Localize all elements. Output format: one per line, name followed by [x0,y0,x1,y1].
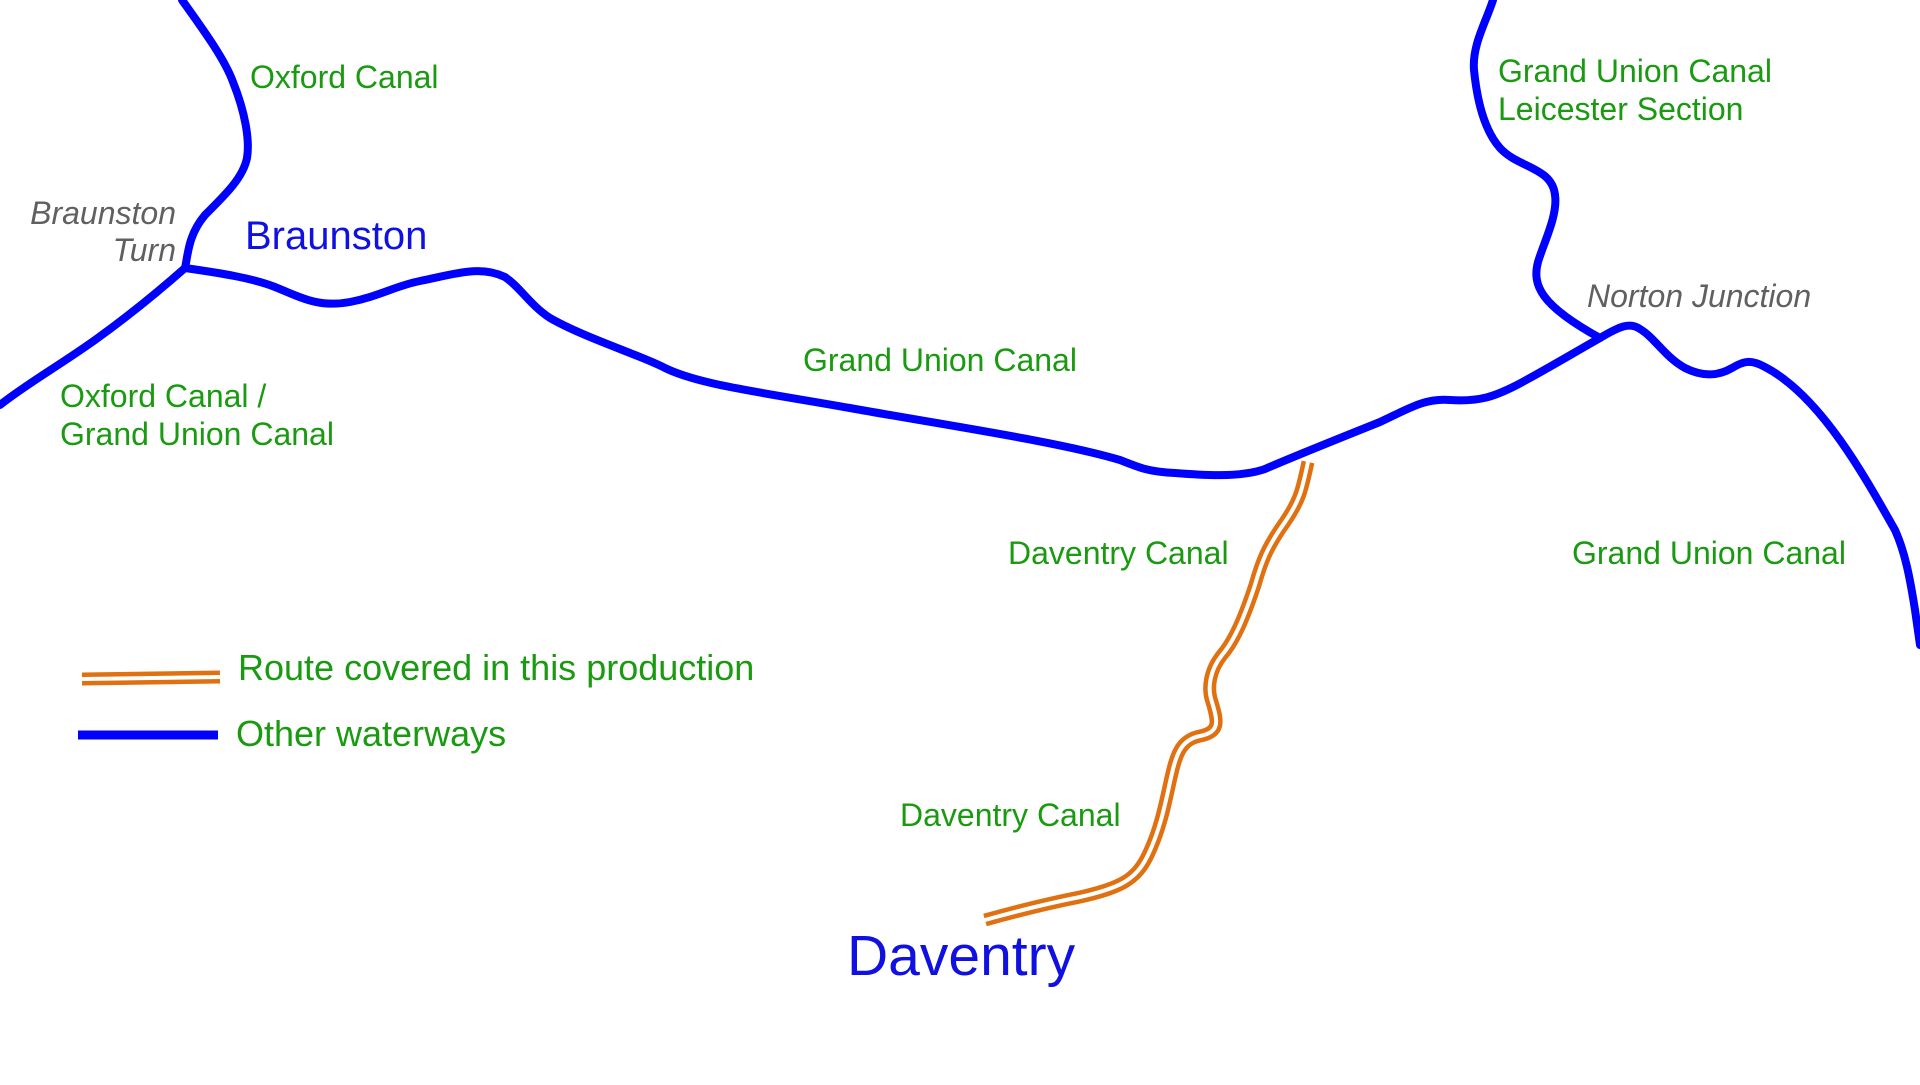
canal-labels: Oxford Canal Oxford Canal / Grand Union … [60,53,1846,833]
legend-route-swatch [81,670,221,686]
oxford-canal-north-line [178,0,252,272]
legend-other-label: Other waterways [236,713,506,754]
town-labels: Braunston Daventry [245,214,1076,988]
label-daventry-canal-lower: Daventry Canal [900,797,1121,833]
oxford-gu-southwest-line [0,264,189,409]
label-daventry-canal-upper: Daventry Canal [1008,535,1229,571]
route-outer-line [983,460,1315,927]
label-braunston: Braunston [245,214,427,258]
grand-union-main-line [181,264,1604,480]
label-gu-leicester-line1: Grand Union Canal [1498,53,1772,89]
label-braunston-turn-line1: Braunston [30,195,176,231]
legend-route-label: Route covered in this production [238,647,754,688]
label-oxford-gu-line2: Grand Union Canal [60,416,334,452]
label-grand-union-center: Grand Union Canal [803,342,1077,378]
label-norton-junction: Norton Junction [1587,278,1811,314]
route-daventry-canal [983,460,1315,927]
label-braunston-turn-line2: Turn [113,232,176,268]
label-gu-leicester-line2: Leicester Section [1498,91,1743,127]
route-inner-line [984,461,1310,922]
label-grand-union-right: Grand Union Canal [1572,535,1846,571]
grand-union-east-line [1596,321,1920,649]
label-oxford-canal: Oxford Canal [250,59,439,95]
gu-leicester-section-line [1469,0,1604,342]
legend: Route covered in this production Other w… [78,647,754,754]
junction-labels: Braunston Turn Norton Junction [30,195,1811,314]
waterways [0,0,1920,649]
label-daventry: Daventry [847,924,1076,988]
label-oxford-gu-line1: Oxford Canal / [60,378,266,414]
